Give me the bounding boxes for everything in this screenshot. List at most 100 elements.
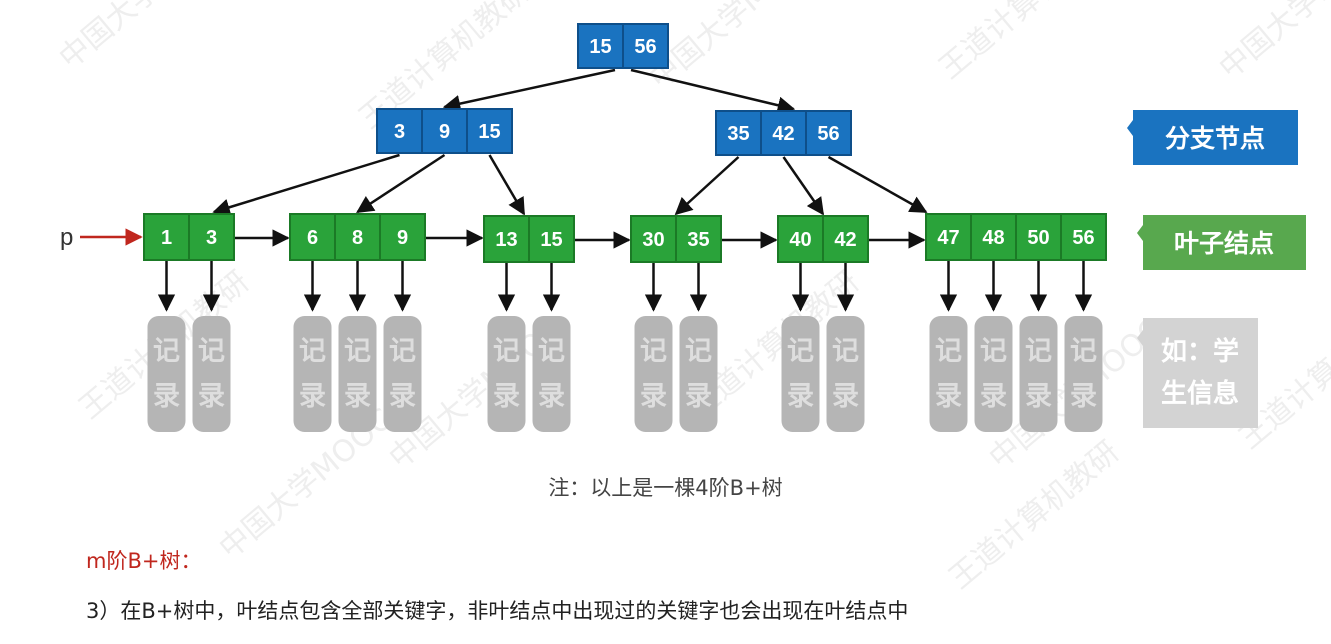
leaf-node-3-key: 13	[495, 229, 517, 251]
leaf-node-6-key-cell	[925, 213, 972, 261]
leaf-node-1-key-cell	[143, 213, 190, 261]
record-block-shape	[338, 316, 377, 432]
branch-to-leaf-edge	[782, 156, 825, 216]
leaf-node-6-key-cell	[1060, 213, 1107, 261]
record-label-top: 记	[1070, 336, 1097, 367]
record-block: 记录	[826, 316, 865, 432]
leaf-node-2-key: 9	[397, 227, 408, 249]
record-block-shape	[679, 316, 718, 432]
record-block-shape	[192, 316, 231, 432]
record-label-top: 记	[538, 336, 565, 367]
leaf-node-3: 13 15	[483, 215, 575, 263]
rule-title: m阶B+树：	[86, 549, 202, 573]
record-label-bottom: 录	[935, 381, 962, 412]
record-block-shape	[781, 316, 820, 432]
record-block-shape	[826, 316, 865, 432]
leaf-node-3-key-cell	[528, 215, 575, 263]
leaf-node-5-key-cell	[822, 215, 869, 263]
branch-to-leaf-edge	[488, 154, 526, 216]
leaf-node-1-key-cell	[188, 213, 235, 261]
record-block-shape	[383, 316, 422, 432]
record-block-shape	[487, 316, 526, 432]
record-label-top: 记	[640, 336, 667, 367]
record-label-bottom: 录	[344, 381, 371, 412]
record-label-bottom: 录	[1070, 381, 1097, 412]
branch-node-tag: 分支节点	[1127, 110, 1298, 165]
record-label-bottom: 录	[787, 381, 814, 412]
record-block: 记录	[383, 316, 422, 432]
root-node-key: 56	[634, 36, 656, 58]
leaf-node-4-key: 30	[642, 229, 664, 251]
leaf-node-4: 30 35	[630, 215, 722, 263]
record-label-top: 记	[344, 336, 371, 367]
record-block: 记录	[634, 316, 673, 432]
record-label-bottom: 录	[538, 381, 565, 412]
record-block: 记录	[338, 316, 377, 432]
record-block-shape	[974, 316, 1013, 432]
record-block-shape	[293, 316, 332, 432]
branch-to-leaf-edge	[356, 153, 446, 214]
watermark-text: 中国大学MOOC	[53, 0, 239, 76]
branch-to-leaf-edge	[212, 153, 400, 216]
record-block-shape	[147, 316, 186, 432]
record-label-top: 记	[1025, 336, 1052, 367]
record-label-bottom: 录	[299, 381, 326, 412]
record-block: 记录	[147, 316, 186, 432]
leaf-node-3-key: 15	[540, 229, 562, 251]
leaf-node-2-key-cell	[289, 213, 336, 261]
record-block: 记录	[974, 316, 1013, 432]
record-label-top: 记	[980, 336, 1007, 367]
root-node-key-cell	[577, 23, 624, 69]
leaf-node-2-key-cell	[334, 213, 381, 261]
branch-node-1-key-cell	[376, 108, 423, 154]
root-node-key: 15	[589, 36, 611, 58]
branch-node-2-key: 56	[817, 123, 839, 145]
record-example-line1: 如：学	[1161, 336, 1239, 367]
record-block-shape	[929, 316, 968, 432]
record-label-bottom: 录	[832, 381, 859, 412]
root-to-branch-edge	[442, 68, 616, 113]
branch-to-leaf-edge	[674, 156, 740, 216]
leaf-node-tag-label: 叶子结点	[1174, 229, 1274, 258]
leaf-node-4-key-cell	[630, 215, 677, 263]
branch-node-1-key: 15	[478, 121, 500, 143]
record-block-shape	[532, 316, 571, 432]
watermark-text: 中国大学MOOC	[1213, 0, 1331, 86]
branch-node-2-key-cell	[715, 110, 762, 156]
watermark-text: 王道计算机教研	[933, 0, 1116, 86]
record-label-bottom: 录	[1025, 381, 1052, 412]
record-block: 记录	[929, 316, 968, 432]
leaf-node-4-key: 35	[687, 229, 709, 251]
record-label-top: 记	[787, 336, 814, 367]
leaf-node-6-key: 56	[1072, 227, 1094, 249]
leaf-node-tag: 叶子结点	[1137, 215, 1306, 270]
leaf-node-6-key: 47	[937, 227, 959, 249]
leaf-node-4-key-cell	[675, 215, 722, 263]
branch-to-leaf-edge	[827, 155, 928, 214]
record-label-top: 记	[299, 336, 326, 367]
record-block: 记录	[679, 316, 718, 432]
leaf-node-6-key: 48	[982, 227, 1004, 249]
record-label-bottom: 录	[685, 381, 712, 412]
leaf-node-2-key: 6	[307, 227, 318, 249]
leaf-node-2-key: 8	[352, 227, 363, 249]
leaf-node-5-key: 42	[834, 229, 856, 251]
record-block: 记录	[192, 316, 231, 432]
watermark-layer: 中国大学MOOC王道计算机教研中国大学MOOC王道计算机教研中国大学MOOC王道…	[53, 0, 1331, 596]
branch-node-2-key: 35	[727, 123, 749, 145]
record-label-top: 记	[935, 336, 962, 367]
record-label-bottom: 录	[198, 381, 225, 412]
leaf-node-1-key: 1	[161, 227, 172, 249]
record-label-top: 记	[153, 336, 180, 367]
leaf-node-6-key-cell	[1015, 213, 1062, 261]
record-label-bottom: 录	[980, 381, 1007, 412]
record-block-shape	[1019, 316, 1058, 432]
watermark-text: 中国大学MOOC	[643, 0, 829, 96]
record-label-bottom: 录	[389, 381, 416, 412]
record-block: 记录	[487, 316, 526, 432]
